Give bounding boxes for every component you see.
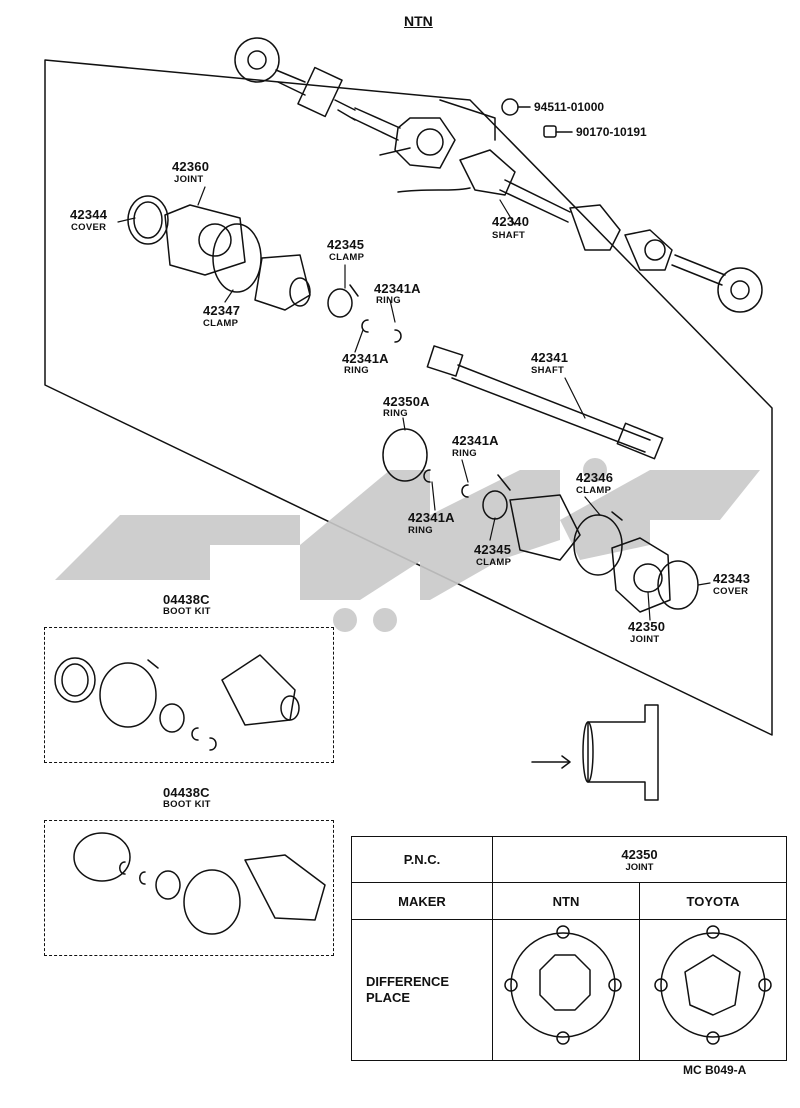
name-42341a-upper: RING [376,295,401,306]
ntn-joint-cell [492,919,640,1061]
pn-42341a-upper: 42341A [374,281,421,296]
pn-42350a: 42350A [383,394,430,409]
pn-42360: 42360 [172,159,210,174]
name-42341a-middle: RING [344,365,369,376]
name-42346: CLAMP [576,485,612,496]
name-42344: COVER [71,222,107,233]
pn-42345-upper: 42345 [327,237,365,252]
name-boot-kit-2: BOOT KIT [163,799,211,810]
name-boot-kit-1: BOOT KIT [163,606,211,617]
part-90170: 90170-10191 [576,125,647,139]
name-42350a: RING [383,408,408,419]
intermediate-shaft [426,345,664,460]
part-94511: 94511-01000 [534,100,605,114]
toyota-joint-cell [639,919,787,1061]
boot-kit-2-frame [44,820,334,956]
pnc-name: JOINT [625,861,654,873]
name-42341a-right: RING [452,448,477,459]
pn-42341a-lower: 42341A [408,510,455,525]
name-42340: SHAFT [492,230,526,241]
drawing-code: MC B049-A [683,1063,747,1077]
pn-42344: 42344 [70,207,108,222]
driveshaft-assembly [234,37,763,313]
pn-42343: 42343 [713,571,751,586]
maker-toyota: TOYOTA [639,882,787,920]
difference-line-2: PLACE [366,990,411,1005]
boot-kit-1-parts [54,654,300,751]
sleeve-detail [531,704,659,801]
boot-kit-1-frame [44,627,334,763]
name-42341: SHAFT [531,365,565,376]
pn-42341: 42341 [531,350,569,365]
pn-boot-kit-1: 04438C [163,592,210,607]
assembly-frame [44,59,773,736]
name-42347: CLAMP [203,318,239,329]
inner-joint-group [382,428,699,613]
pn-42345-lower: 42345 [474,542,512,557]
boot-kit-2-parts [73,832,326,935]
pn-42346: 42346 [576,470,614,485]
pn-42340: 42340 [492,214,530,229]
watermark-logo [55,458,760,632]
pn-42341a-right: 42341A [452,433,499,448]
difference-line-1: DIFFERENCE [366,973,450,989]
outer-joint-group [127,195,402,343]
name-42341a-lower: RING [408,525,433,536]
pn-42350: 42350 [628,619,666,634]
pn-42347: 42347 [203,303,241,318]
pnc-value-cell: 42350 JOINT [492,836,787,883]
difference-place-cell: DIFFERENCE PLACE [351,919,493,1061]
washer-icon [501,98,519,116]
name-42360: JOINT [174,174,204,185]
pn-boot-kit-2: 04438C [163,785,210,800]
pnc-value: 42350 [621,846,658,862]
name-42345-lower: CLAMP [476,557,512,568]
maker-title: NTN [404,13,433,29]
maker-label: MAKER [351,882,493,920]
pnc-label: P.N.C. [351,836,493,883]
name-42350: JOINT [630,634,660,645]
name-42343: COVER [713,586,749,597]
joint-comparison-table: P.N.C. 42350 JOINT MAKER NTN TOYOTA DIFF… [351,836,787,1061]
name-42345-upper: CLAMP [329,252,365,263]
pn-42341a-middle: 42341A [342,351,389,366]
nut-icon [543,125,557,138]
maker-ntn: NTN [492,882,640,920]
